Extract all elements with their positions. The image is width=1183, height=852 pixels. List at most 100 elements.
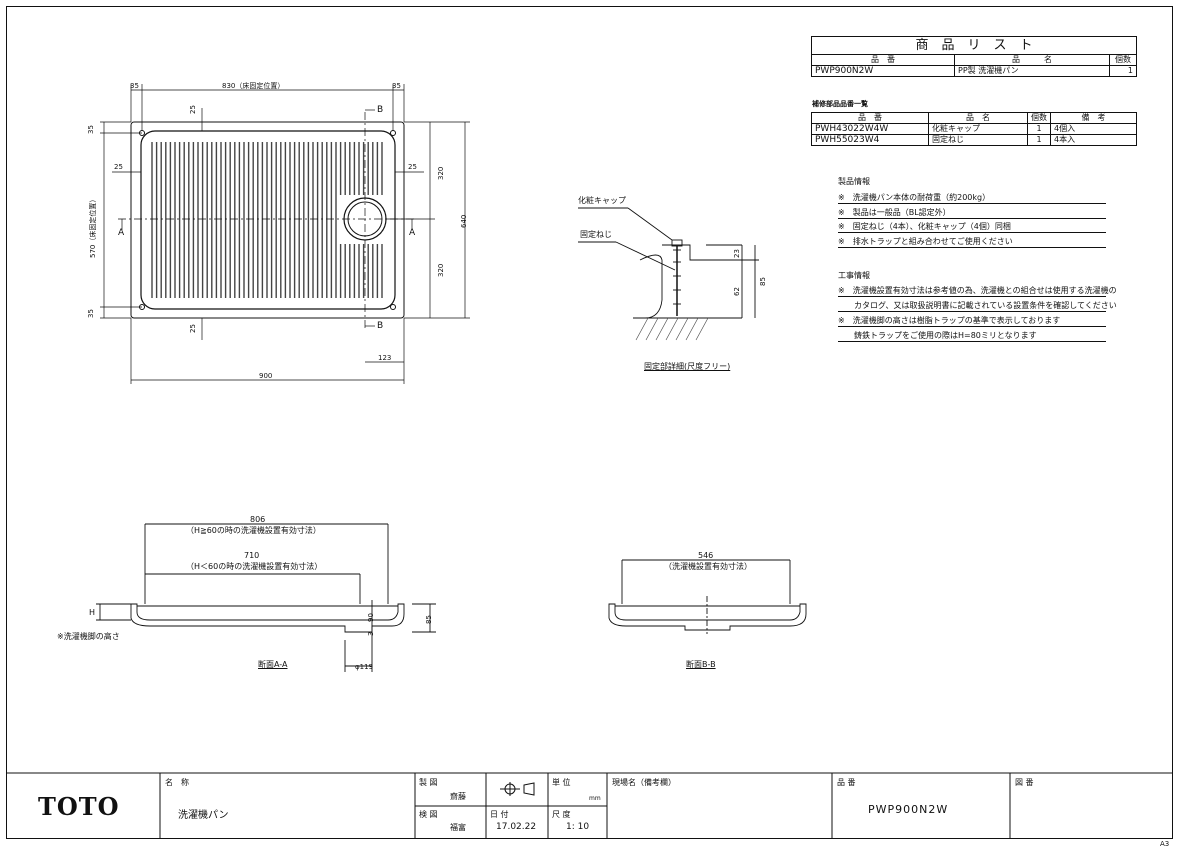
tb-site-label: 現場名（備考欄） [612, 778, 676, 787]
parts-list-header-note: 備 考 [1050, 112, 1137, 124]
detail-d85: 85 [759, 277, 767, 286]
tb-sheet-size: A3 [1160, 840, 1170, 848]
parts-list-note: 4個入 [1050, 123, 1137, 135]
dim-inner-top: 25 [189, 105, 197, 114]
product-list-header-qty: 個数 [1109, 54, 1137, 66]
dim-left-top: 35 [87, 125, 95, 134]
parts-list-name: 化粧キャップ [928, 123, 1028, 135]
parts-list-header-qty: 個数 [1027, 112, 1051, 124]
parts-list-header-name: 品 名 [928, 112, 1028, 124]
drawing-frame [6, 6, 1173, 839]
product-info-item: ※ 洗濯機パン本体の耐荷重（約200kg） [838, 193, 991, 202]
dim-left-bottom: 35 [87, 309, 95, 318]
tb-date-value: 17.02.22 [496, 822, 537, 832]
product-info-item: ※ 固定ねじ（4本）、化粧キャップ（4個）同梱 [838, 222, 1011, 231]
parts-list-qty: 1 [1027, 123, 1051, 135]
dim-left-mid: 570（床固定位置） [89, 195, 97, 258]
section-mark-a-right: A [409, 228, 416, 238]
projection-symbol [500, 782, 535, 796]
dim-top-mid: 830（床固定位置） [222, 82, 285, 90]
dim-bottom-123: 123 [378, 354, 392, 362]
parts-list-code: PWH43022W4W [811, 123, 929, 135]
work-info-item: 鋳鉄トラップをご使用の際はH=80ミリとなります [838, 331, 1037, 340]
work-info-item: ※ 洗濯機設置有効寸法は参考値の為、洗濯機との組合せは使用する洗濯機の [838, 286, 1117, 295]
section-aa-graphic [96, 523, 436, 672]
product-info-item: ※ 製品は一般品（BL認定外） [838, 208, 951, 217]
dim-inner-bottom: 25 [189, 324, 197, 333]
product-list-table: 商 品 リ ス ト 品 番 品 名 個数 PWP900N2W PP製 洗濯機パン… [811, 36, 1137, 77]
detail-floor-hatch [635, 317, 709, 341]
aa-note710: （H＜60の時の洗濯機設置有効寸法） [186, 562, 323, 571]
parts-list-note: 4本入 [1050, 134, 1137, 146]
detail-screw-label: 固定ねじ [580, 230, 612, 239]
aa-h: H [89, 608, 96, 617]
tb-scale-value: 1: 10 [566, 822, 590, 832]
product-list-qty: 1 [1109, 65, 1137, 77]
bb-d546: 546 [698, 551, 714, 560]
tb-unit-value: mm [589, 795, 601, 802]
tb-code-value: PWP900N2W [868, 803, 949, 816]
aa-d806: 806 [250, 515, 266, 524]
aa-note806: （H≧60の時の洗濯機設置有効寸法） [186, 526, 321, 535]
aa-d3: 3 [367, 631, 375, 636]
pan-ribs [151, 142, 383, 298]
tb-date-label: 日 付 [490, 810, 509, 819]
parts-list-name: 固定ねじ [928, 134, 1028, 146]
parts-list-header-code: 品 番 [811, 112, 929, 124]
work-info-item: ※ 洗濯機脚の高さは樹脂トラップの基準で表示しております [838, 316, 1061, 325]
dim-right-total: 640 [460, 214, 468, 228]
dim-bottom-total: 900 [259, 372, 273, 380]
pan-outline [130, 121, 405, 319]
product-info-item: ※ 排水トラップと組み合わせてご使用ください [838, 237, 1013, 246]
aa-d85: 85 [425, 615, 433, 624]
aa-d119: φ119 [355, 663, 373, 671]
product-list-name: PP製 洗濯機パン [954, 65, 1110, 77]
tb-dwgno-label: 図 番 [1015, 778, 1034, 787]
section-mark-b-top: B [377, 105, 384, 115]
parts-list-title: 補修部品品番一覧 [812, 100, 868, 108]
detail-d23: 23 [733, 249, 741, 258]
dim-inner-left: 25 [114, 163, 123, 171]
table-row: PWH43022W4W 化粧キャップ 1 4個入 [811, 123, 1137, 135]
dim-right-lower: 320 [437, 263, 445, 277]
tb-unit-label: 単 位 [552, 778, 571, 787]
work-info-title: 工事情報 [838, 271, 870, 280]
tb-name-value: 洗濯機パン [178, 810, 229, 821]
tb-code-label: 品 番 [837, 778, 856, 787]
work-info-item: カタログ、又は取扱説明書に記載されている設置条件を確認してください [838, 301, 1117, 310]
aa-leg-note: ※洗濯機脚の高さ [57, 632, 120, 641]
dim-top-right: 35 [392, 82, 401, 90]
toto-logo: TOTO [38, 792, 120, 821]
table-row: PWP900N2W PP製 洗濯機パン 1 [811, 65, 1137, 77]
aa-d710: 710 [244, 551, 260, 560]
section-mark-a-left: A [118, 228, 125, 238]
section-bb-graphic [608, 559, 807, 634]
parts-list-table: 品 番 品 名 個数 備 考 PWH43022W4W 化粧キャップ 1 4個入 … [811, 112, 1137, 146]
aa-caption: 断面A-A [258, 660, 288, 669]
detail-graphic [578, 207, 759, 319]
section-mark-b-bottom: B [377, 321, 384, 331]
pan-inner [140, 130, 396, 310]
bb-note546: （洗濯機設置有効寸法） [664, 562, 752, 571]
product-list-title: 商 品 リ ス ト [811, 36, 1137, 55]
dim-top-left: 35 [130, 82, 139, 90]
parts-list-code: PWH55023W4 [811, 134, 929, 146]
parts-list-qty: 1 [1027, 134, 1051, 146]
tb-drawn-label: 製 図 [419, 778, 438, 787]
aa-d90: 90 [367, 613, 375, 622]
bb-caption: 断面B-B [686, 660, 716, 669]
tb-checked-label: 検 図 [419, 810, 438, 819]
product-list-header-name: 品 名 [954, 54, 1110, 66]
detail-d62: 62 [733, 287, 741, 296]
table-row: PWH55023W4 固定ねじ 1 4本入 [811, 134, 1137, 146]
dim-right-upper: 320 [437, 166, 445, 180]
dim-inner-right: 25 [408, 163, 417, 171]
tb-checked-value: 福富 [450, 823, 466, 832]
tb-scale-label: 尺 度 [552, 810, 571, 819]
product-list-header-code: 品 番 [811, 54, 955, 66]
title-block-lines [6, 772, 1173, 839]
detail-cap-label: 化粧キャップ [578, 196, 626, 205]
detail-caption: 固定部詳細(尺度フリー) [644, 362, 731, 371]
product-info-title: 製品情報 [838, 177, 870, 186]
